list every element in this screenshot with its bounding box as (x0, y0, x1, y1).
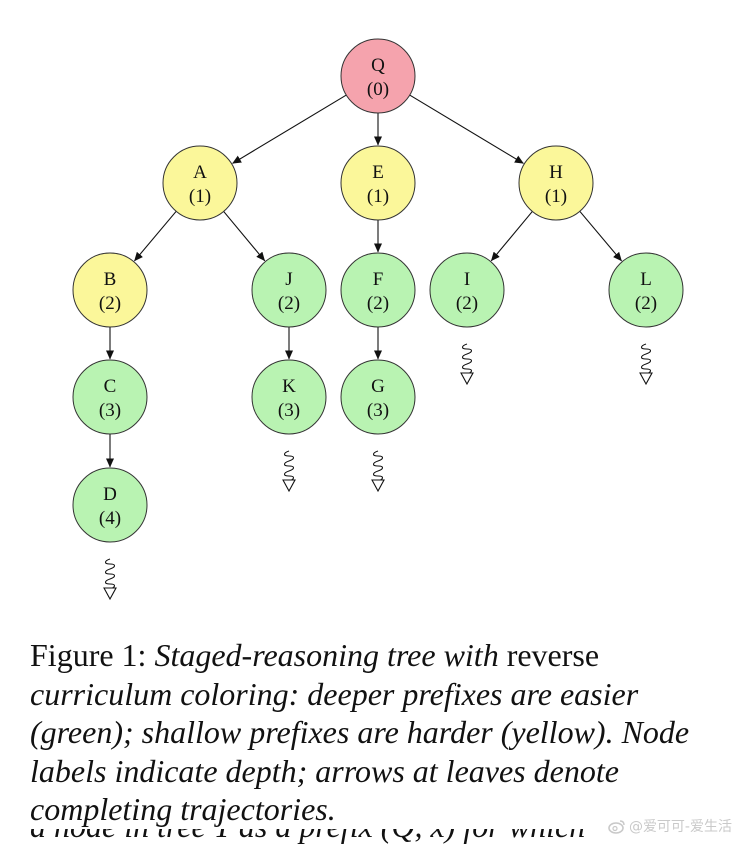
node-D: D (4) (72, 467, 148, 543)
node-circle-B (72, 252, 148, 328)
node-label-K: K (282, 376, 296, 397)
node-circle-H (518, 145, 594, 221)
cutoff-text-line: a node in tree T as a prefix (Q, x) for … (30, 829, 730, 846)
node-depth-D: (4) (99, 508, 121, 529)
node-depth-E: (1) (367, 186, 389, 207)
node-depth-K: (3) (278, 400, 300, 421)
edge-Q-A (232, 94, 347, 164)
node-depth-G: (3) (367, 400, 389, 421)
watermark: @爱可可-爱生活 (608, 816, 732, 836)
edge-H-I (490, 211, 533, 262)
node-depth-A: (1) (189, 186, 211, 207)
node-circle-L (608, 252, 684, 328)
node-depth-F: (2) (367, 293, 389, 314)
completing-arrow-G (371, 450, 385, 493)
node-label-D: D (103, 484, 117, 505)
node-circle-K (251, 359, 327, 435)
node-label-F: F (373, 269, 384, 290)
cutoff-text: a node in tree T as a prefix (Q, x) for … (30, 829, 730, 845)
completing-arrow-L (639, 343, 653, 386)
node-B: B (2) (72, 252, 148, 328)
node-label-L: L (640, 269, 652, 290)
caption-italic-2: curriculum coloring: deeper prefixes are… (30, 675, 690, 828)
edge-A-B (134, 210, 177, 262)
watermark-text: @爱可可-爱生活 (628, 819, 732, 835)
completing-arrow-D (103, 558, 117, 601)
node-H: H (1) (518, 145, 594, 221)
node-circle-A (162, 145, 238, 221)
node-label-C: C (104, 376, 117, 397)
node-circle-J (251, 252, 327, 328)
node-I: I (2) (429, 252, 505, 328)
node-depth-J: (2) (278, 293, 300, 314)
edge-A-J (223, 211, 266, 262)
edge-Q-H (409, 94, 524, 164)
tree-edges (106, 94, 622, 468)
completing-trajectory-arrows (103, 343, 653, 601)
weibo-logo-icon (608, 819, 625, 834)
node-Q: Q (0) (340, 38, 416, 114)
tree-nodes: Q (0) A (1) E (1) H (1) B (2) J (2) F (2) I (2) L (2) C (3)… (72, 38, 684, 543)
node-L: L (2) (608, 252, 684, 328)
node-A: A (1) (162, 145, 238, 221)
node-K: K (3) (251, 359, 327, 435)
node-label-B: B (104, 269, 117, 290)
node-label-J: J (285, 269, 292, 290)
node-label-A: A (193, 162, 207, 183)
node-label-H: H (549, 162, 563, 183)
node-label-Q: Q (371, 55, 385, 76)
node-J: J (2) (251, 252, 327, 328)
figure-caption: Figure 1: Staged-reasoning tree with rev… (30, 636, 730, 829)
staged-reasoning-tree-diagram: Q (0) A (1) E (1) H (1) B (2) J (2) F (2) I (2) L (2) C (3)… (72, 38, 684, 601)
caption-roman: reverse (498, 637, 600, 673)
completing-arrow-I (460, 343, 474, 386)
node-C: C (3) (72, 359, 148, 435)
node-circle-F (340, 252, 416, 328)
caption-italic-1: Staged-reasoning tree with (154, 637, 499, 673)
node-depth-H: (1) (545, 186, 567, 207)
node-label-I: I (464, 269, 470, 290)
node-circle-E (340, 145, 416, 221)
node-F: F (2) (340, 252, 416, 328)
edge-H-L (579, 210, 622, 262)
node-circle-G (340, 359, 416, 435)
node-depth-C: (3) (99, 400, 121, 421)
node-G: G (3) (340, 359, 416, 435)
node-depth-Q: (0) (367, 79, 389, 100)
node-label-G: G (371, 376, 385, 397)
node-depth-I: (2) (456, 293, 478, 314)
node-depth-L: (2) (635, 293, 657, 314)
node-E: E (1) (340, 145, 416, 221)
node-depth-B: (2) (99, 293, 121, 314)
node-circle-C (72, 359, 148, 435)
caption-prefix: Figure 1: (30, 637, 155, 673)
node-circle-Q (340, 38, 416, 114)
node-circle-I (429, 252, 505, 328)
completing-arrow-K (282, 450, 296, 493)
node-circle-D (72, 467, 148, 543)
node-label-E: E (372, 162, 384, 183)
